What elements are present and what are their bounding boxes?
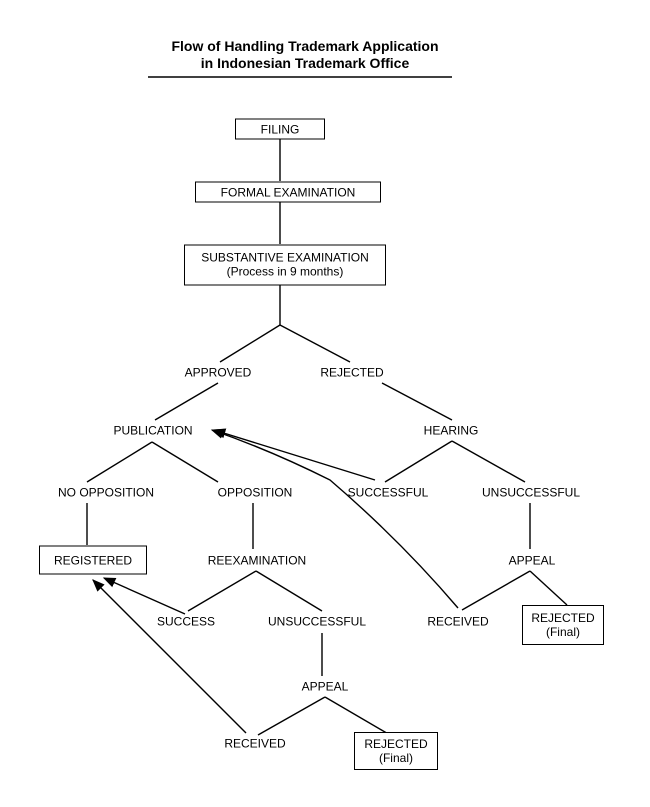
- node-rejected-final-bottom: REJECTED (Final): [354, 732, 438, 770]
- node-substantive-note: (Process in 9 months): [226, 264, 344, 279]
- diagram-title-line1: Flow of Handling Trademark Application: [171, 38, 439, 54]
- node-final-bottom: (Final): [378, 751, 413, 765]
- node-success: SUCCESS: [156, 614, 216, 629]
- edge-hearing-successful: [384, 440, 453, 483]
- arrow-received-to-publication: [210, 428, 459, 609]
- node-rejected-final-right-label: REJECTED: [531, 611, 595, 625]
- node-registered: REGISTERED: [39, 545, 147, 575]
- node-successful: SUCCESSFUL: [347, 485, 429, 500]
- node-filing-label: FILING: [260, 122, 300, 137]
- arrow-successful-to-publication: [212, 428, 376, 481]
- node-final-right: (Final): [545, 625, 580, 639]
- edge-reexam-success: [187, 570, 257, 612]
- node-formal-examination-label: FORMAL EXAMINATION: [220, 185, 356, 200]
- node-substantive-examination: SUBSTANTIVE EXAMINATION (Process in 9 mo…: [184, 244, 386, 286]
- edge-appeal-received: [257, 696, 326, 736]
- node-formal-examination: FORMAL EXAMINATION: [195, 181, 381, 203]
- node-filing: FILING: [235, 118, 325, 140]
- edge-approved-publication: [154, 382, 219, 421]
- node-opposition: OPPOSITION: [217, 485, 293, 500]
- node-received-bottom: RECEIVED: [224, 736, 286, 751]
- arrow-received-to-registered: [92, 579, 247, 734]
- edge-appeal-received-right: [461, 570, 531, 611]
- edge-appeal-rejectedfinal: [324, 696, 391, 736]
- node-hearing: HEARING: [423, 423, 479, 438]
- node-rejected-final-bottom-label: REJECTED: [364, 737, 428, 751]
- node-rejected: REJECTED: [320, 365, 384, 380]
- node-unsuccessful-hearing: UNSUCCESSFUL: [481, 485, 581, 500]
- node-substantive-examination-label: SUBSTANTIVE EXAMINATION: [201, 250, 369, 265]
- node-reexamination: REEXAMINATION: [207, 553, 307, 568]
- edge-hearing-unsuccessful: [451, 440, 526, 483]
- diagram-title-line2: in Indonesian Trademark Office: [200, 55, 410, 71]
- edge-split-rejected: [279, 324, 351, 363]
- edge-split-approved: [219, 324, 281, 363]
- edge-publication-noopp: [86, 441, 153, 483]
- node-appeal-hearing: APPEAL: [508, 553, 556, 568]
- arrow-success-to-registered: [102, 577, 186, 615]
- node-publication: PUBLICATION: [113, 423, 193, 438]
- edge-reexam-unsuccessful: [255, 570, 323, 612]
- node-no-opposition: NO OPPOSITION: [57, 485, 155, 500]
- edge-appeal-rejectedfinal-right: [529, 570, 568, 606]
- node-approved: APPROVED: [184, 365, 252, 380]
- node-rejected-final-right: REJECTED (Final): [522, 605, 604, 645]
- node-registered-label: REGISTERED: [53, 553, 132, 568]
- node-appeal-reexam: APPEAL: [301, 679, 349, 694]
- node-unsuccessful-reexam: UNSUCCESSFUL: [267, 614, 367, 629]
- node-received-right: RECEIVED: [427, 614, 489, 629]
- edge-rejected-hearing: [381, 382, 453, 421]
- edge-publication-opp: [151, 441, 219, 483]
